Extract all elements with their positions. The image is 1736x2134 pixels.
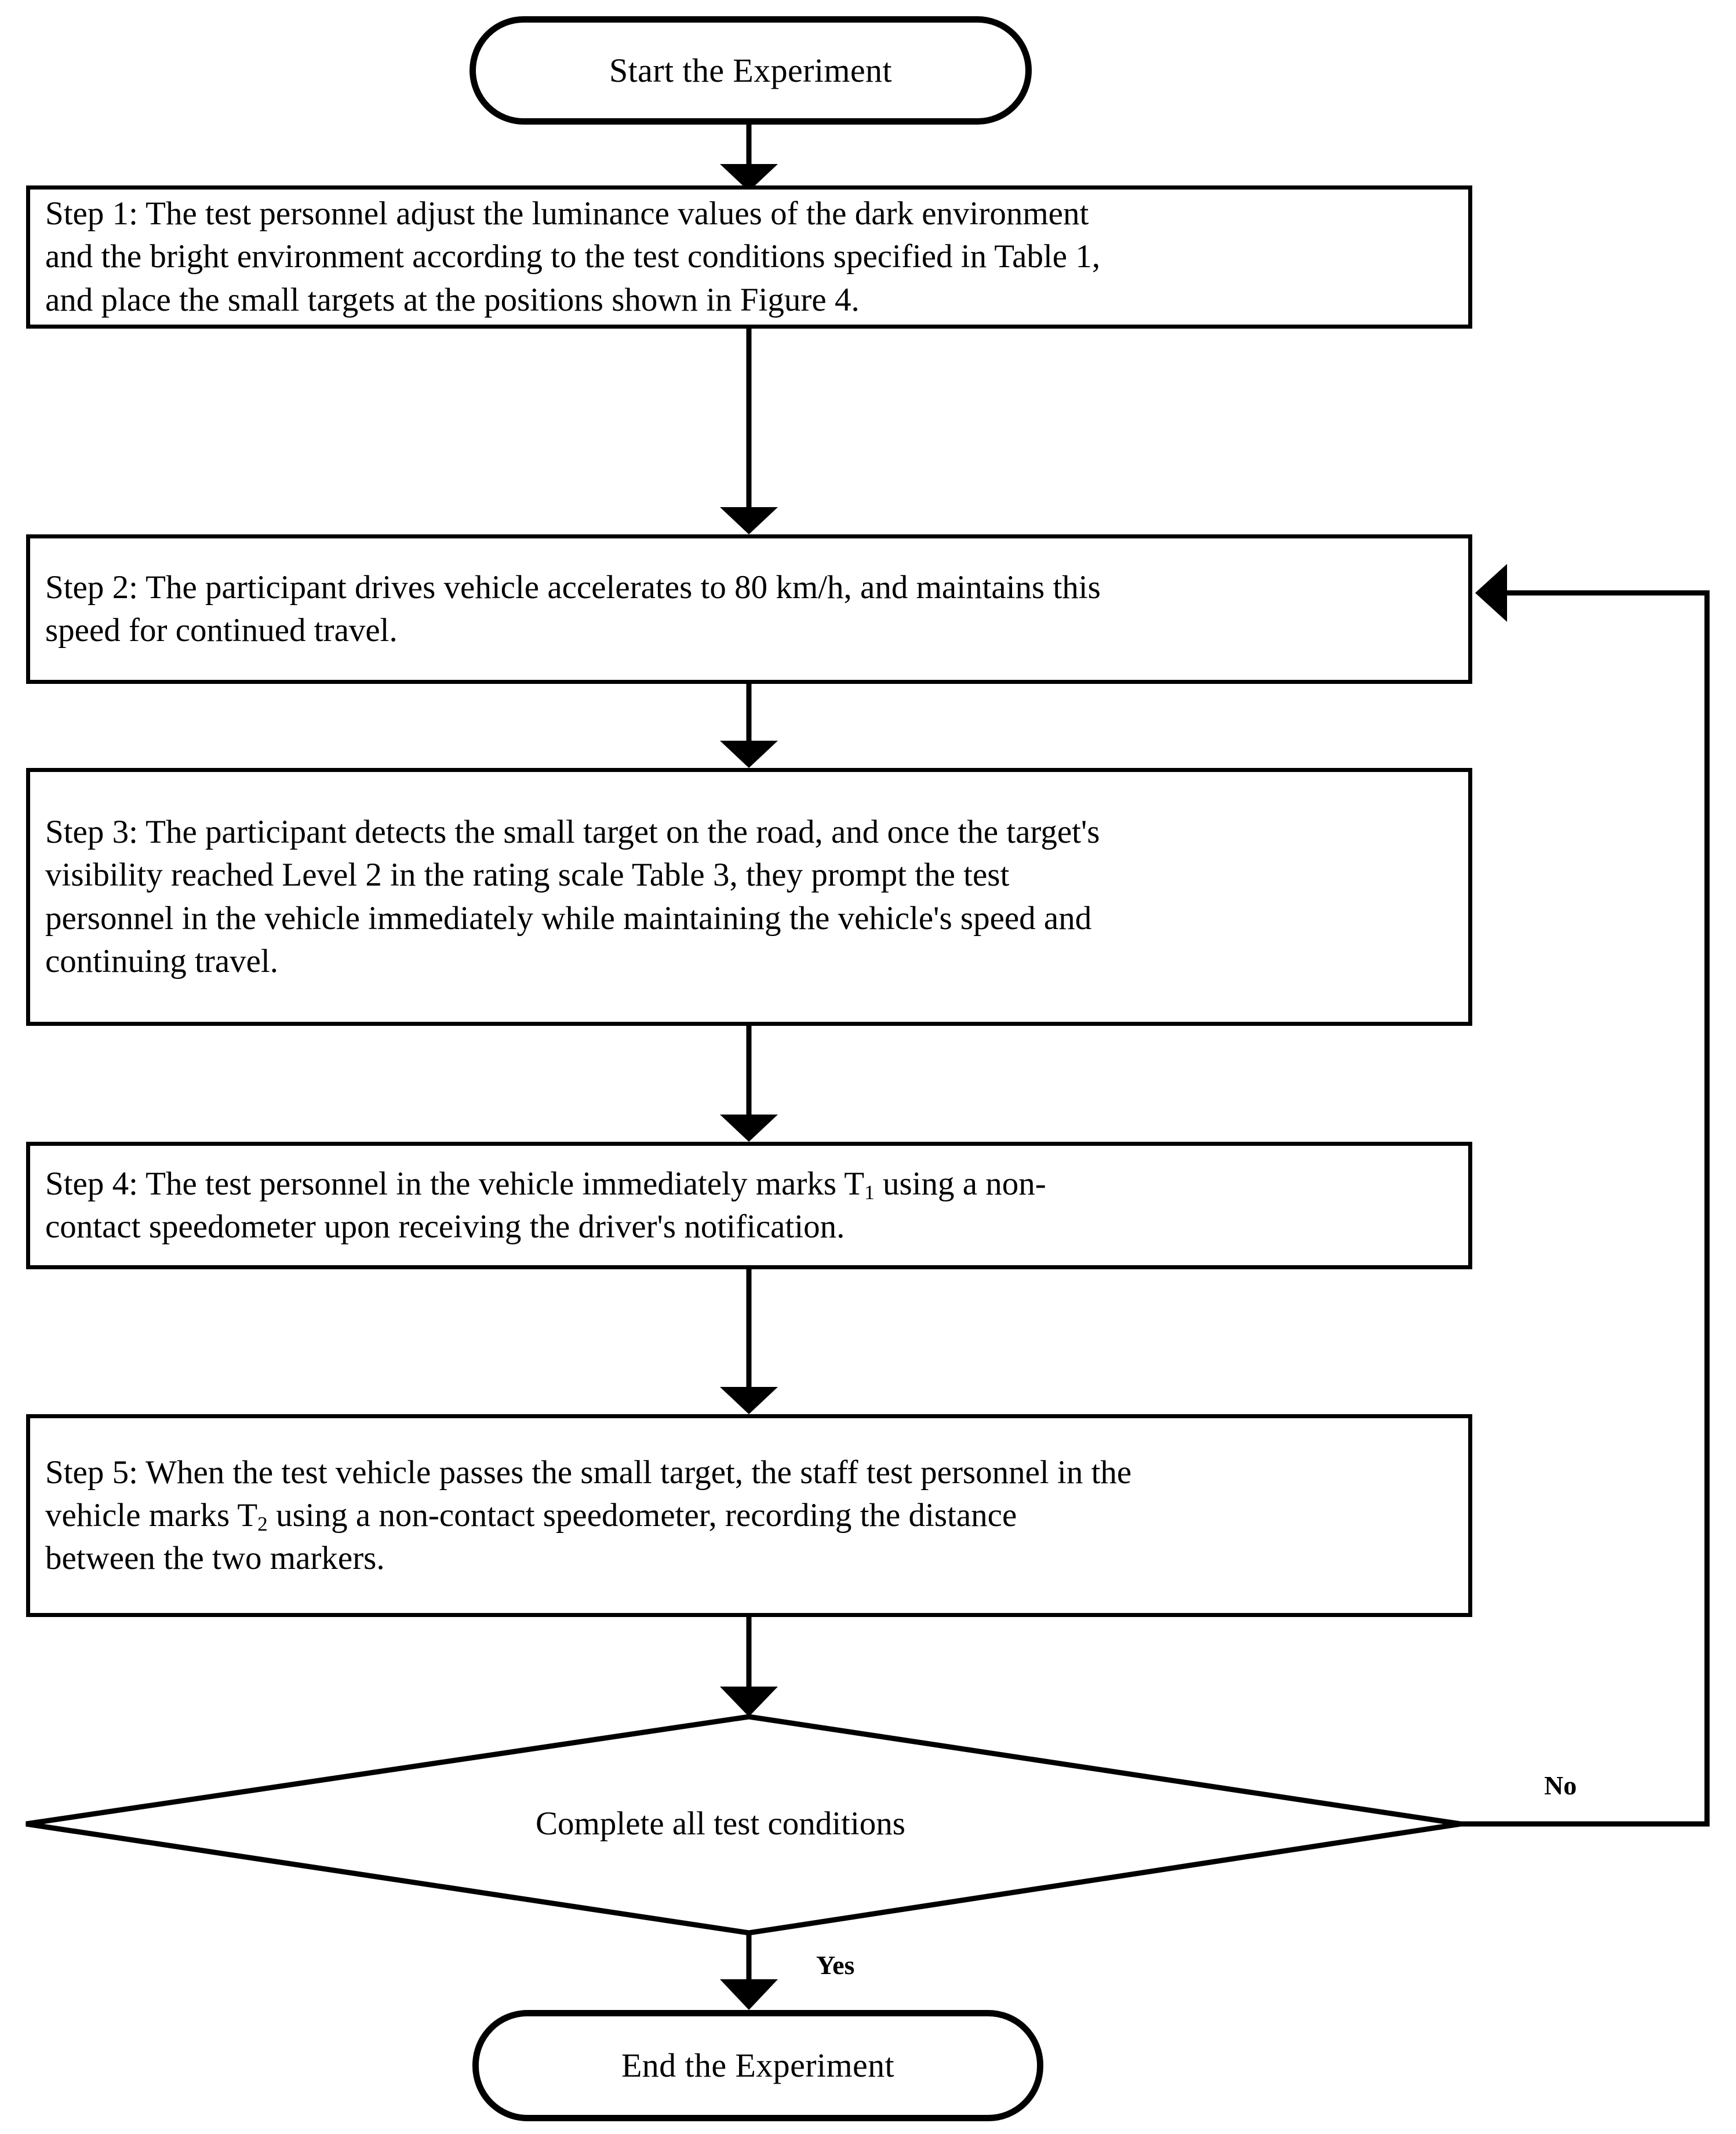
node-step3-line4: continuing travel. — [45, 942, 279, 979]
node-end[interactable]: End the Experiment — [472, 2010, 1043, 2121]
edge-step2-to-step3 — [720, 684, 778, 768]
decision-diamond-shape — [26, 1714, 1461, 1936]
node-step5[interactable]: Step 5: When the test vehicle passes the… — [26, 1414, 1472, 1617]
node-step3-line3: personnel in the vehicle immediately whi… — [45, 900, 1092, 937]
edge-label-no: No — [1544, 1771, 1577, 1800]
node-step5-line2-pre: vehicle marks T — [45, 1496, 258, 1534]
edge-label-yes: Yes — [816, 1950, 855, 1980]
node-decision-label[interactable]: Complete all test conditions — [536, 1805, 905, 1842]
node-step1-line1: Step 1: The test personnel adjust the lu… — [45, 195, 1089, 232]
node-step2-line1: Step 2: The participant drives vehicle a… — [45, 569, 1101, 606]
node-step4-line2: contact speedometer upon receiving the d… — [45, 1208, 845, 1245]
node-step1-label: Step 1: The test personnel adjust the lu… — [30, 192, 1468, 321]
node-step5-line1: Step 5: When the test vehicle passes the… — [45, 1454, 1132, 1491]
node-step5-line2-post: using a non-contact speedometer, recordi… — [267, 1496, 1017, 1534]
edge-decision-no-to-step2 — [1461, 564, 1710, 1827]
node-step2-label: Step 2: The participant drives vehicle a… — [30, 566, 1468, 652]
node-step3-line1: Step 3: The participant detects the smal… — [45, 814, 1100, 851]
node-step3[interactable]: Step 3: The participant detects the smal… — [26, 768, 1472, 1026]
edge-step1-to-step2 — [720, 329, 778, 534]
node-step4-line1: Step 4: The test personnel in the vehicl… — [45, 1163, 1455, 1206]
node-end-label: End the Experiment — [621, 2046, 895, 2085]
edge-step4-to-step5 — [720, 1269, 778, 1414]
node-step4-line1-post: using a non- — [874, 1165, 1046, 1202]
node-step3-line2: visibility reached Level 2 in the rating… — [45, 857, 1010, 894]
node-step2[interactable]: Step 2: The participant drives vehicle a… — [26, 534, 1472, 684]
node-step4-subscript: 1 — [864, 1181, 875, 1204]
node-step3-label: Step 3: The participant detects the smal… — [30, 811, 1468, 982]
edge-step3-to-step4 — [720, 1026, 778, 1142]
edge-decision-yes-to-end — [720, 1933, 778, 2010]
node-step1-line3: and place the small targets at the posit… — [45, 281, 860, 318]
edge-start-to-step1 — [720, 125, 778, 191]
node-step5-line2: vehicle marks T2 using a non-contact spe… — [45, 1494, 1455, 1537]
node-start[interactable]: Start the Experiment — [470, 16, 1032, 125]
node-step5-subscript: 2 — [257, 1512, 268, 1535]
node-step5-label: Step 5: When the test vehicle passes the… — [30, 1451, 1468, 1580]
edge-step5-to-decision — [720, 1617, 778, 1717]
node-step4-label: Step 4: The test personnel in the vehicl… — [30, 1163, 1468, 1248]
node-step4[interactable]: Step 4: The test personnel in the vehicl… — [26, 1142, 1472, 1269]
node-step2-line2: speed for continued travel. — [45, 612, 398, 649]
node-step5-line3: between the two markers. — [45, 1540, 385, 1577]
node-start-label: Start the Experiment — [609, 51, 892, 89]
node-step4-line1-pre: Step 4: The test personnel in the vehicl… — [45, 1165, 865, 1202]
node-step1[interactable]: Step 1: The test personnel adjust the lu… — [26, 185, 1472, 329]
node-step1-line2: and the bright environment according to … — [45, 238, 1101, 275]
